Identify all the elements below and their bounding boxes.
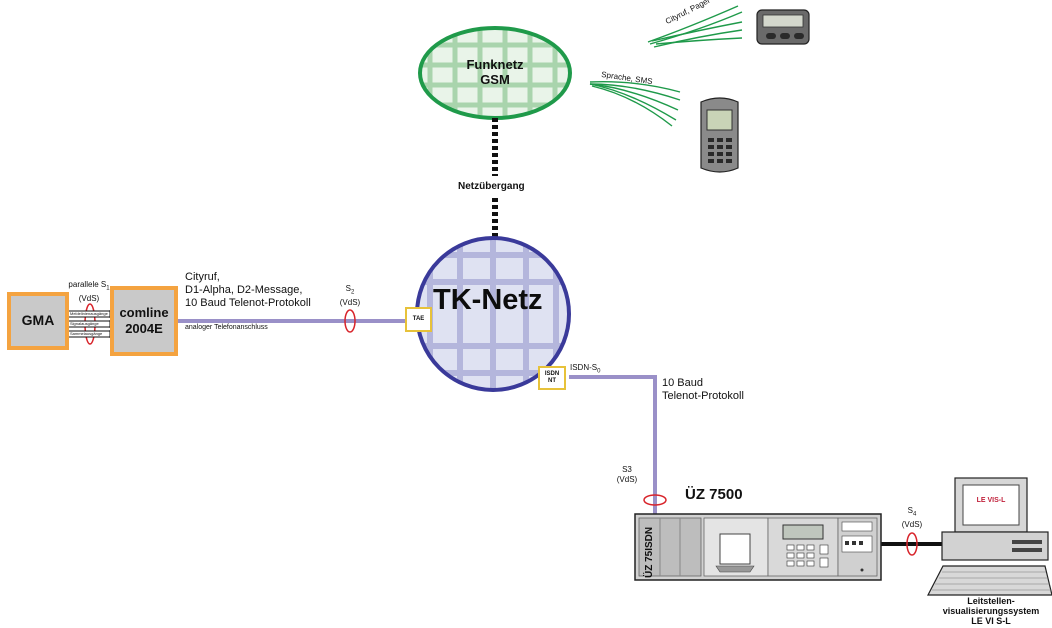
isdn-nt-line2: NT [548,378,556,384]
tk-netz-label: TK-Netz [433,284,543,316]
cityruf-line-3: 10 Baud Telenot-Protokoll [185,297,311,309]
isdn-s0-label: ISDN-S0 [570,363,600,377]
netzuebergang-label: Netzübergang [458,181,525,192]
s2-vds: (VdS) [339,297,361,307]
comline-line1: comline [119,305,169,320]
phone-signal-wave [589,81,681,127]
cityruf-line-2: D1-Alpha, D2-Message, [185,284,303,296]
comline-label: comline 2004E [110,305,178,337]
leitstelle-label: Leitstellen- visualisierungssystem LE VI… [930,596,1052,626]
s3-vds: (VdS) [616,475,638,484]
isdn-nt-label: ISDN NT [538,371,566,385]
gsm-label-line1: Funknetz [466,57,524,72]
pager-signal-wave [647,5,743,48]
isdn-nt-line1: ISDN [544,371,560,377]
leitstelle-line-3: LE VI S-L [971,616,1011,626]
cityruf-text-block: Cityruf, D1-Alpha, D2-Message, 10 Baud T… [185,271,311,310]
s4-marker [906,532,918,556]
comline-line2: 2004E [125,321,163,336]
mobile-phone-icon [700,97,739,173]
baud-line-1: 10 Baud [662,377,703,389]
s4-sub: 4 [913,511,917,518]
isdn-s0-sub: 0 [597,368,601,375]
analog-label: analoger Telefonanschluss [185,324,268,331]
comline-box [110,286,178,356]
parallel-s1-line2: (VdS) [78,293,100,303]
gsm-label-line2: GSM [480,72,510,87]
s2-sub: 2 [351,289,355,296]
parallel-s1-main: parallele S [68,280,107,289]
s2-main: S [345,284,351,293]
s3-marker [643,494,667,506]
isdn-nt-box [538,366,566,390]
s3-main: S3 [622,465,632,474]
gma-box [7,292,69,350]
parallel-line-label-1: Meldelinienausgänge [70,311,108,316]
uz7500-device [634,513,882,581]
parallel-line-label-2: Signalausgänge [70,321,99,326]
leitstelle-line-2: visualisierungssystem [942,606,1040,616]
gsm-label: Funknetz GSM [445,57,545,87]
s4-main: S [907,506,913,515]
cityruf-line-1: Cityruf, [185,271,220,283]
parallel-line-label-3: Sammelausgänge [70,331,103,336]
levis-logo: LE VIS-L [976,497,1006,504]
pager-icon [756,9,810,45]
computer-icon [927,477,1052,596]
tae-box [405,307,432,332]
s2-line1: S2 [334,284,366,298]
uz-side-label: ÜZ 75ISDN [644,526,655,578]
tae-label: TAE [412,316,425,322]
parallel-s1-label: parallele S1 (VdS) [57,280,121,304]
s3-label: S3 (VdS) [612,465,642,485]
s2-label: S2 (VdS) [334,284,366,308]
baud-text-block: 10 Baud Telenot-Protokoll [662,377,744,403]
parallel-s1-sub: 1 [106,285,110,292]
connection-lines [176,319,657,514]
baud-line-2: Telenot-Protokoll [662,390,744,402]
isdn-s0-main: ISDN-S [570,363,598,372]
s4-vds: (VdS) [901,519,923,529]
parallel-s1-line1: parallele S1 [57,280,121,294]
gma-label: GMA [21,312,55,328]
s4-line1: S4 [896,506,928,520]
uz7500-title: ÜZ 7500 [685,486,743,503]
leitstelle-line-1: Leitstellen- [967,596,1015,606]
s2-marker [344,309,356,333]
s4-label: S4 (VdS) [896,506,928,530]
